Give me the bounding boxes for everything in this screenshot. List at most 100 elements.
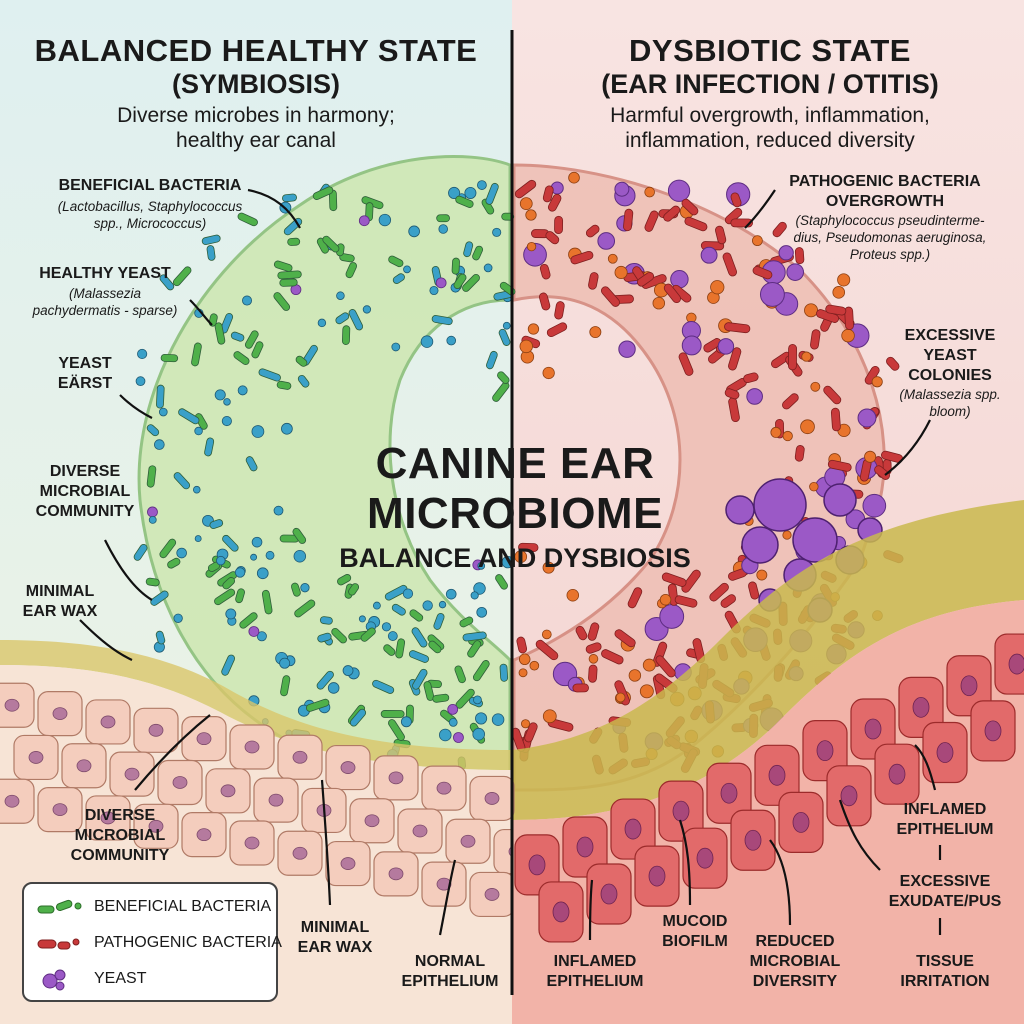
- beneficial-rod: [206, 245, 216, 261]
- cell-nucleus: [4, 794, 20, 808]
- pathogenic-rod: [554, 301, 565, 320]
- beneficial-coccus: [372, 601, 381, 610]
- yeast-colony-cell: [741, 526, 779, 564]
- pathogenic-rod: [874, 465, 890, 480]
- cell-nucleus: [624, 818, 642, 840]
- cell-nucleus: [552, 901, 570, 923]
- pathogenic-rod: [794, 445, 805, 462]
- cell-nucleus: [840, 785, 858, 807]
- pathogenic-coccus: [809, 481, 819, 492]
- pathogenic-rod: [730, 192, 742, 208]
- beneficial-rod: [159, 274, 175, 291]
- label-diverse-bottom-3: COMMUNITY: [70, 847, 170, 864]
- label-diverse-bottom-2: MICROBIAL: [74, 827, 166, 844]
- cell-nucleus: [576, 836, 594, 858]
- beneficial-rod: [384, 584, 408, 601]
- pathogenic-coccus: [659, 593, 672, 606]
- excessive-yeast-cell: [759, 281, 785, 307]
- label-pathogenic-2: OVERGROWTH: [825, 193, 945, 210]
- label-beneficial-species-1: (Lactobacillus, Staphylococcus: [57, 199, 243, 214]
- beneficial-coccus: [448, 718, 458, 727]
- beneficial-coccus: [342, 665, 354, 676]
- pathogenic-coccus: [521, 719, 531, 729]
- yeast-colony-cell: [823, 483, 857, 517]
- beneficial-rod: [214, 588, 236, 606]
- inflamed-epithelium: [512, 600, 1024, 1024]
- beneficial-coccus: [327, 682, 340, 694]
- label-diverse-bottom-1: DIVERSE: [84, 807, 156, 824]
- beneficial-coccus: [402, 588, 414, 599]
- label-exudate-2: EXUDATE/PUS: [888, 893, 1002, 910]
- excessive-yeast-cell: [670, 270, 689, 289]
- legend-item-yeast: YEAST: [36, 966, 146, 992]
- pathogenic-rod: [663, 283, 681, 304]
- cell-nucleus: [220, 784, 236, 798]
- beneficial-rod: [433, 612, 445, 630]
- beneficial-rod: [146, 424, 160, 437]
- beneficial-rod: [133, 543, 148, 561]
- beneficial-rod: [244, 330, 259, 349]
- cell-nucleus: [52, 803, 68, 817]
- healthy-yeast-cell: [453, 732, 464, 743]
- cell-nucleus: [364, 814, 380, 828]
- pathogenic-rod: [542, 185, 554, 203]
- beneficial-rod: [495, 574, 508, 590]
- beneficial-rod: [342, 325, 351, 345]
- cell-nucleus: [744, 829, 762, 851]
- beneficial-coccus: [135, 376, 146, 387]
- label-normal-epithelium-2: EPITHELIUM: [401, 973, 499, 990]
- cell-nucleus: [648, 865, 666, 887]
- cell-nucleus: [172, 776, 188, 789]
- cell-nucleus: [268, 793, 284, 807]
- label-exudate-1: EXCESSIVE: [899, 873, 991, 890]
- pathogenic-rod: [681, 569, 701, 593]
- label-pathogenic-1: PATHOGENIC BACTERIA: [789, 173, 981, 190]
- label-yeast-species-1: (Malassezia spp.: [899, 387, 1001, 402]
- pathogenic-rod: [720, 594, 737, 608]
- beneficial-coccus: [446, 335, 457, 346]
- cell-nucleus: [600, 883, 618, 905]
- beneficial-rod: [455, 195, 474, 208]
- pathogenic-rod: [588, 664, 598, 683]
- pathogenic-rod: [748, 581, 760, 600]
- pathogenic-rod: [823, 385, 842, 405]
- beneficial-coccus: [476, 606, 488, 618]
- beneficial-coccus: [148, 515, 157, 524]
- pathogenic-rod: [601, 649, 624, 665]
- beneficial-rod: [221, 654, 236, 676]
- pathogenic-rod: [715, 225, 727, 245]
- beneficial-rod: [172, 266, 192, 287]
- beneficial-rod: [295, 355, 308, 367]
- beneficial-rod: [481, 198, 495, 215]
- pathogenic-rod: [570, 250, 594, 265]
- pathogenic-rod: [614, 629, 636, 648]
- cell-nucleus: [888, 763, 906, 785]
- pathogenic-coccus: [644, 186, 655, 198]
- beneficial-rod: [146, 465, 157, 488]
- arrow-inflamed: [914, 744, 937, 791]
- beneficial-bacteria-cluster: [133, 180, 516, 770]
- pathogenic-rod: [587, 622, 600, 641]
- beneficial-rod: [150, 590, 169, 606]
- pathogenic-coccus: [529, 660, 540, 671]
- beneficial-rod: [428, 640, 442, 654]
- pathogenic-coccus: [837, 273, 851, 287]
- cell-nucleus: [984, 720, 1002, 742]
- excessive-yeast-cell: [700, 246, 718, 264]
- pathogenic-rod: [825, 304, 847, 316]
- beneficial-rod: [167, 557, 181, 569]
- pathogenic-rod: [535, 639, 559, 661]
- healthy-yeast-cell: [358, 215, 370, 227]
- excessive-exudate-layer: [512, 500, 1024, 820]
- center-subtitle: BALANCE AND DYSBIOSIS: [339, 543, 691, 573]
- legend-item-beneficial: BENEFICIAL BACTERIA: [36, 894, 271, 920]
- arrow-diverse: [104, 539, 153, 601]
- beneficial-coccus: [223, 398, 231, 406]
- beneficial-coccus: [475, 712, 488, 725]
- beneficial-coccus: [251, 425, 265, 438]
- cell-nucleus: [528, 854, 546, 876]
- pathogenic-coccus: [639, 684, 654, 699]
- beneficial-coccus: [300, 583, 310, 593]
- label-inflamed-1: INFLAMED: [903, 801, 987, 818]
- pathogenic-coccus: [514, 550, 528, 564]
